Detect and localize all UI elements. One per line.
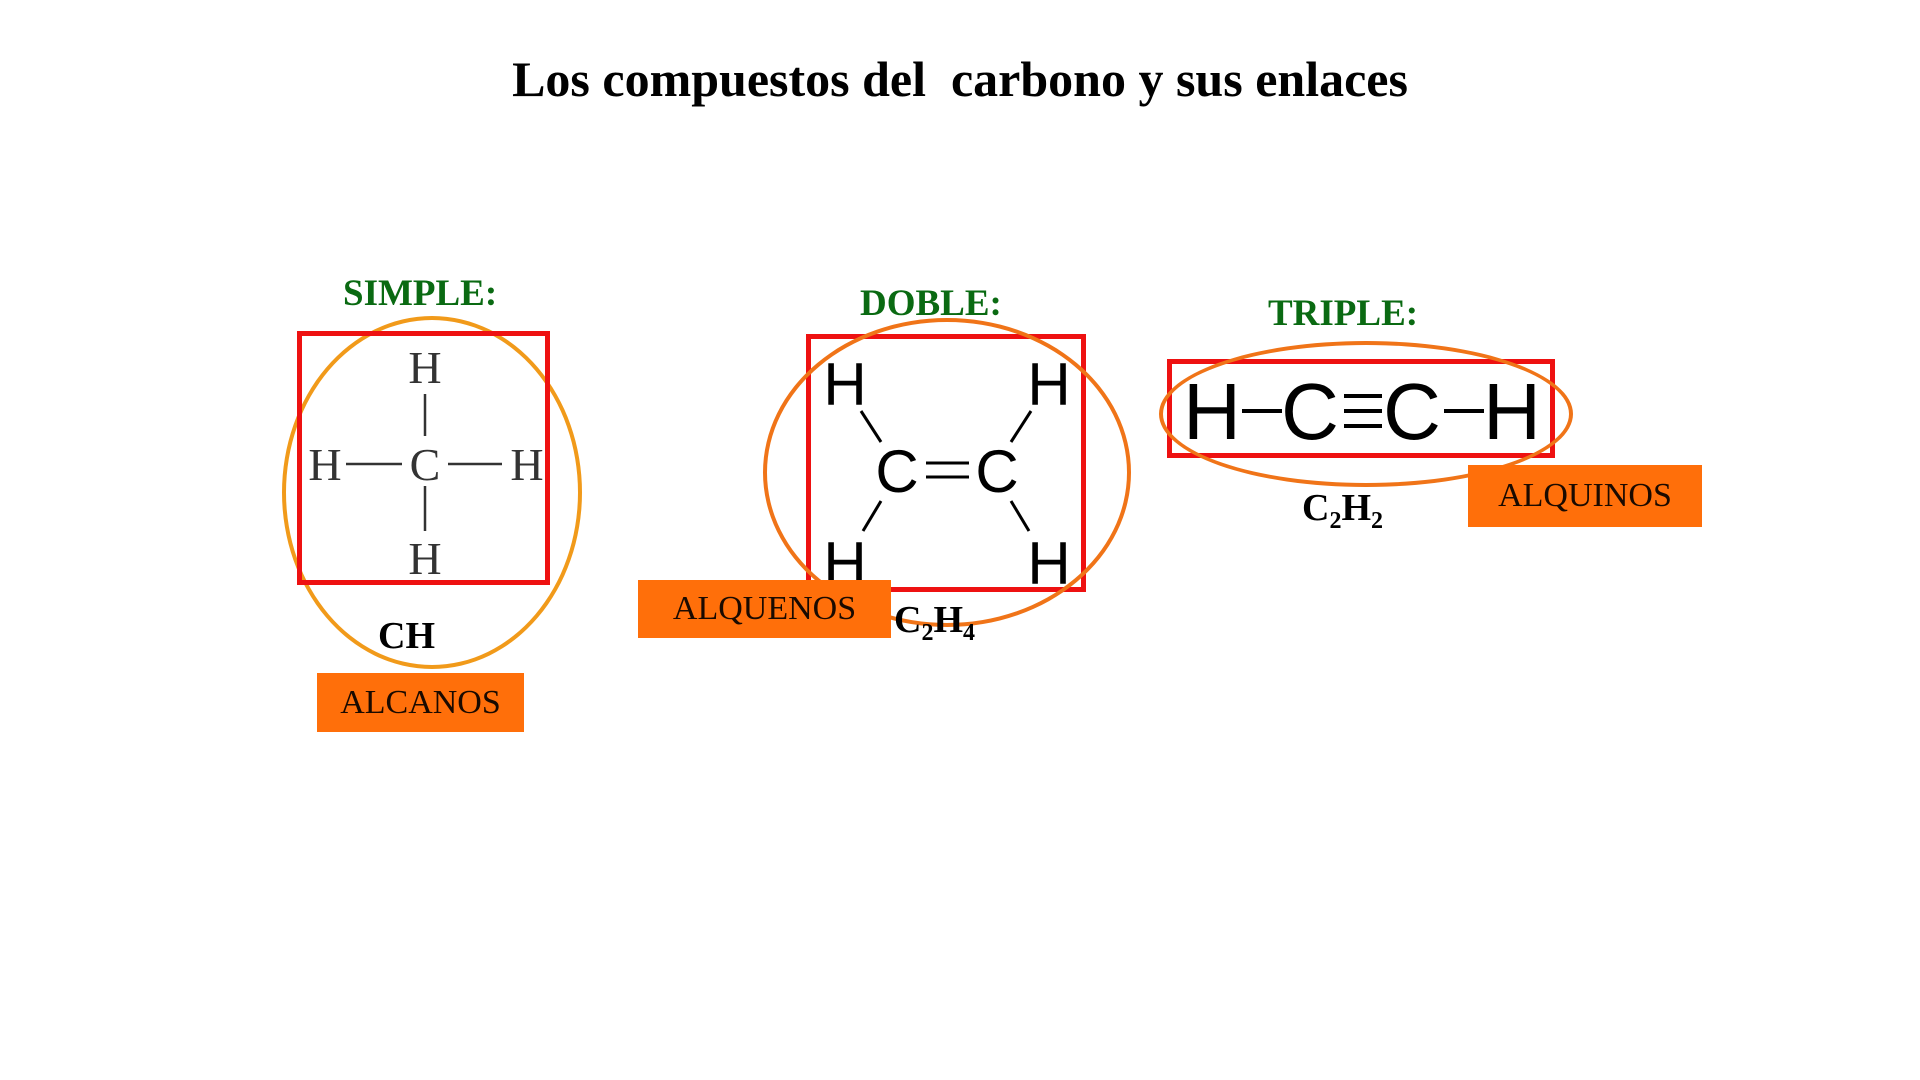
formula-element: C	[1302, 487, 1330, 529]
triple-bond-label: TRIPLE:	[1268, 293, 1419, 334]
slide-title: Los compuestos del carbono y sus enlaces	[512, 51, 1408, 107]
simple-highlight-ellipse	[282, 316, 582, 669]
formula-subscript: 2	[921, 620, 934, 646]
formula-subscript: 4	[963, 620, 976, 646]
methane-structure-diagram: H H C H H	[308, 342, 543, 580]
formula-element: C	[894, 599, 922, 641]
formula-element: C	[378, 615, 406, 657]
methane-atom-h-top: H	[408, 342, 441, 393]
simple-formula: CH	[378, 614, 435, 658]
formula-element: H	[933, 599, 964, 641]
formula-subscript: 2	[1371, 508, 1384, 534]
simple-bond-label: SIMPLE:	[343, 273, 498, 314]
formula-subscript: 2	[1329, 508, 1342, 534]
family-tag-alquinos: ALQUINOS	[1468, 465, 1702, 527]
triple-highlight-ellipse	[1159, 341, 1573, 487]
double-formula: C2H4	[894, 598, 975, 645]
methane-atom-c: C	[410, 439, 441, 490]
methane-atom-h-left: H	[308, 439, 341, 490]
family-tag-alcanos: ALCANOS	[317, 673, 524, 732]
methane-atom-h-bottom: H	[408, 533, 441, 580]
double-bond-label: DOBLE:	[860, 283, 1002, 324]
double-highlight-ellipse	[763, 318, 1131, 627]
triple-formula: C2H2	[1302, 486, 1383, 533]
formula-element: H	[405, 615, 436, 657]
formula-element: H	[1341, 487, 1372, 529]
methane-atom-h-right: H	[510, 439, 543, 490]
family-tag-alquenos: ALQUENOS	[638, 580, 891, 638]
methane-structure-box: H H C H H	[297, 331, 550, 585]
